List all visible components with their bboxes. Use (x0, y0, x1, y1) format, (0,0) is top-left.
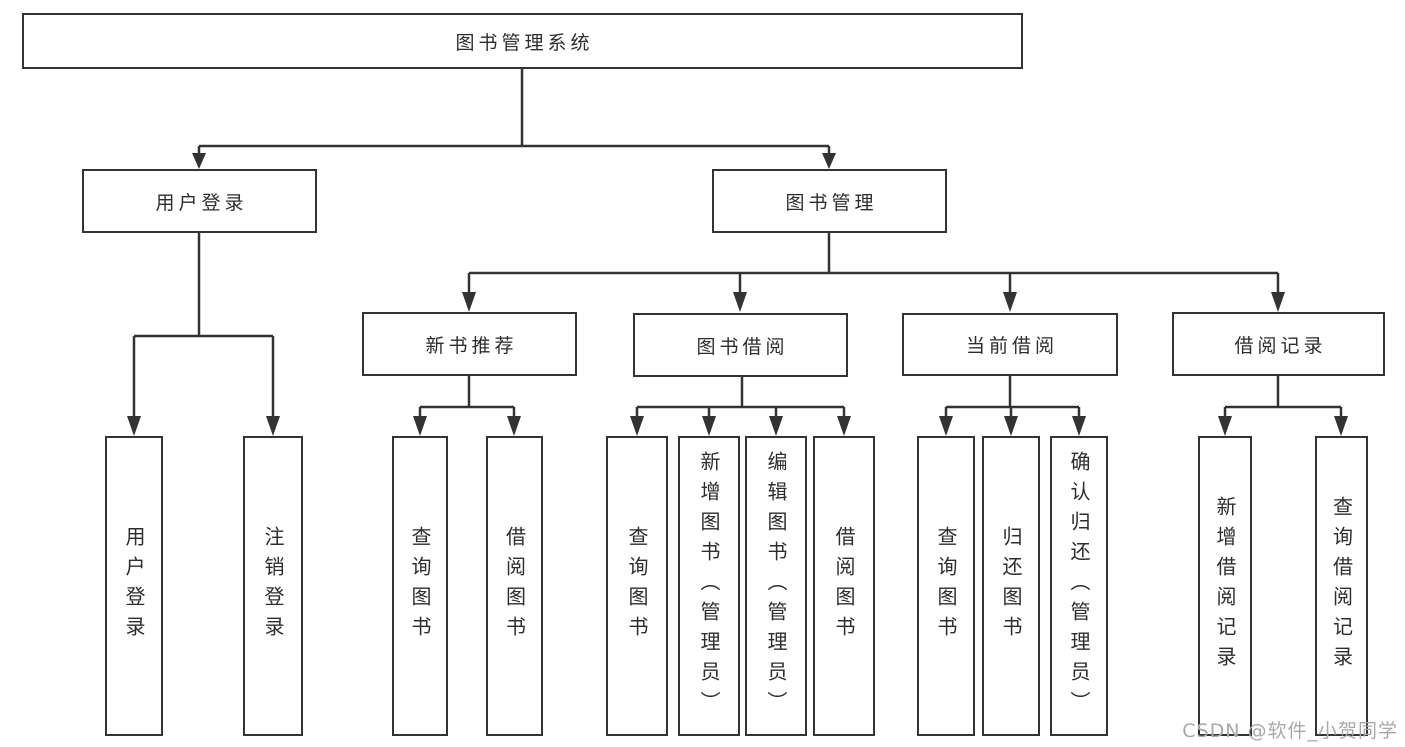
connector-user-login-to-leaves (127, 233, 280, 436)
connector-root-to-level2 (192, 69, 836, 169)
leaf-bb-add-books-admin: 新增图书（管理员） (678, 436, 740, 736)
node-book-borrow: 图书借阅 (633, 313, 848, 377)
leaf-bb-edit-books-admin-label: 编辑图书（管理员） (764, 451, 788, 721)
node-user-login-label: 用户登录 (155, 191, 248, 214)
leaf-nb-query-books: 查询图书 (392, 436, 448, 736)
leaf-cb-return-books: 归还图书 (982, 436, 1040, 736)
leaf-logout-label: 注销登录 (261, 526, 285, 646)
leaf-cb-confirm-return-admin-label: 确认归还（管理员） (1067, 451, 1091, 721)
leaf-nb-borrow-books: 借阅图书 (486, 436, 543, 736)
connector-borrow-records-to-leaves (1218, 376, 1348, 436)
leaf-br-add-record: 新增借阅记录 (1198, 436, 1252, 736)
connector-book-borrow-to-leaves (630, 377, 851, 436)
node-current-borrow-label: 当前借阅 (965, 335, 1058, 357)
leaf-bb-query-books-label: 查询图书 (625, 526, 649, 646)
leaf-cb-query-books: 查询图书 (917, 436, 975, 736)
leaf-user-login-label: 用户登录 (122, 526, 146, 646)
leaf-nb-query-books-label: 查询图书 (408, 526, 432, 646)
node-book-management-label: 图书管理 (785, 191, 878, 214)
node-book-borrow-label: 图书借阅 (696, 335, 789, 358)
leaf-logout: 注销登录 (243, 436, 303, 736)
connector-book-mgmt-to-level3 (462, 233, 1285, 312)
leaf-bb-edit-books-admin: 编辑图书（管理员） (745, 436, 807, 736)
node-book-management: 图书管理 (712, 169, 947, 233)
leaf-cb-confirm-return-admin: 确认归还（管理员） (1050, 436, 1108, 736)
node-borrow-records-label: 借阅记录 (1234, 334, 1327, 357)
node-user-login: 用户登录 (82, 169, 317, 233)
node-new-book-recommend: 新书推荐 (362, 312, 577, 376)
leaf-user-login: 用户登录 (105, 436, 163, 736)
leaf-nb-borrow-books-label: 借阅图书 (502, 526, 527, 646)
leaf-br-add-record-label: 新增借阅记录 (1213, 496, 1237, 676)
node-new-book-recommend-label: 新书推荐 (425, 334, 518, 357)
leaf-br-query-record: 查询借阅记录 (1315, 436, 1368, 736)
leaf-br-query-record-label: 查询借阅记录 (1329, 496, 1354, 676)
leaf-cb-return-books-label: 归还图书 (999, 526, 1023, 646)
node-current-borrow: 当前借阅 (902, 313, 1118, 376)
csdn-watermark: CSDN @软件_小贺同学 (1182, 720, 1398, 742)
leaf-bb-borrow-books: 借阅图书 (813, 436, 875, 736)
leaf-bb-borrow-books-label: 借阅图书 (832, 526, 856, 646)
node-root: 图书管理系统 (22, 13, 1023, 69)
node-root-label: 图书管理系统 (455, 31, 594, 54)
leaf-bb-add-books-admin-label: 新增图书（管理员） (697, 451, 721, 721)
leaf-cb-query-books-label: 查询图书 (934, 526, 958, 646)
connector-current-borrow-to-leaves (939, 376, 1086, 436)
node-borrow-records: 借阅记录 (1172, 312, 1385, 376)
leaf-bb-query-books: 查询图书 (606, 436, 668, 736)
connector-new-books-to-leaves (413, 376, 521, 436)
